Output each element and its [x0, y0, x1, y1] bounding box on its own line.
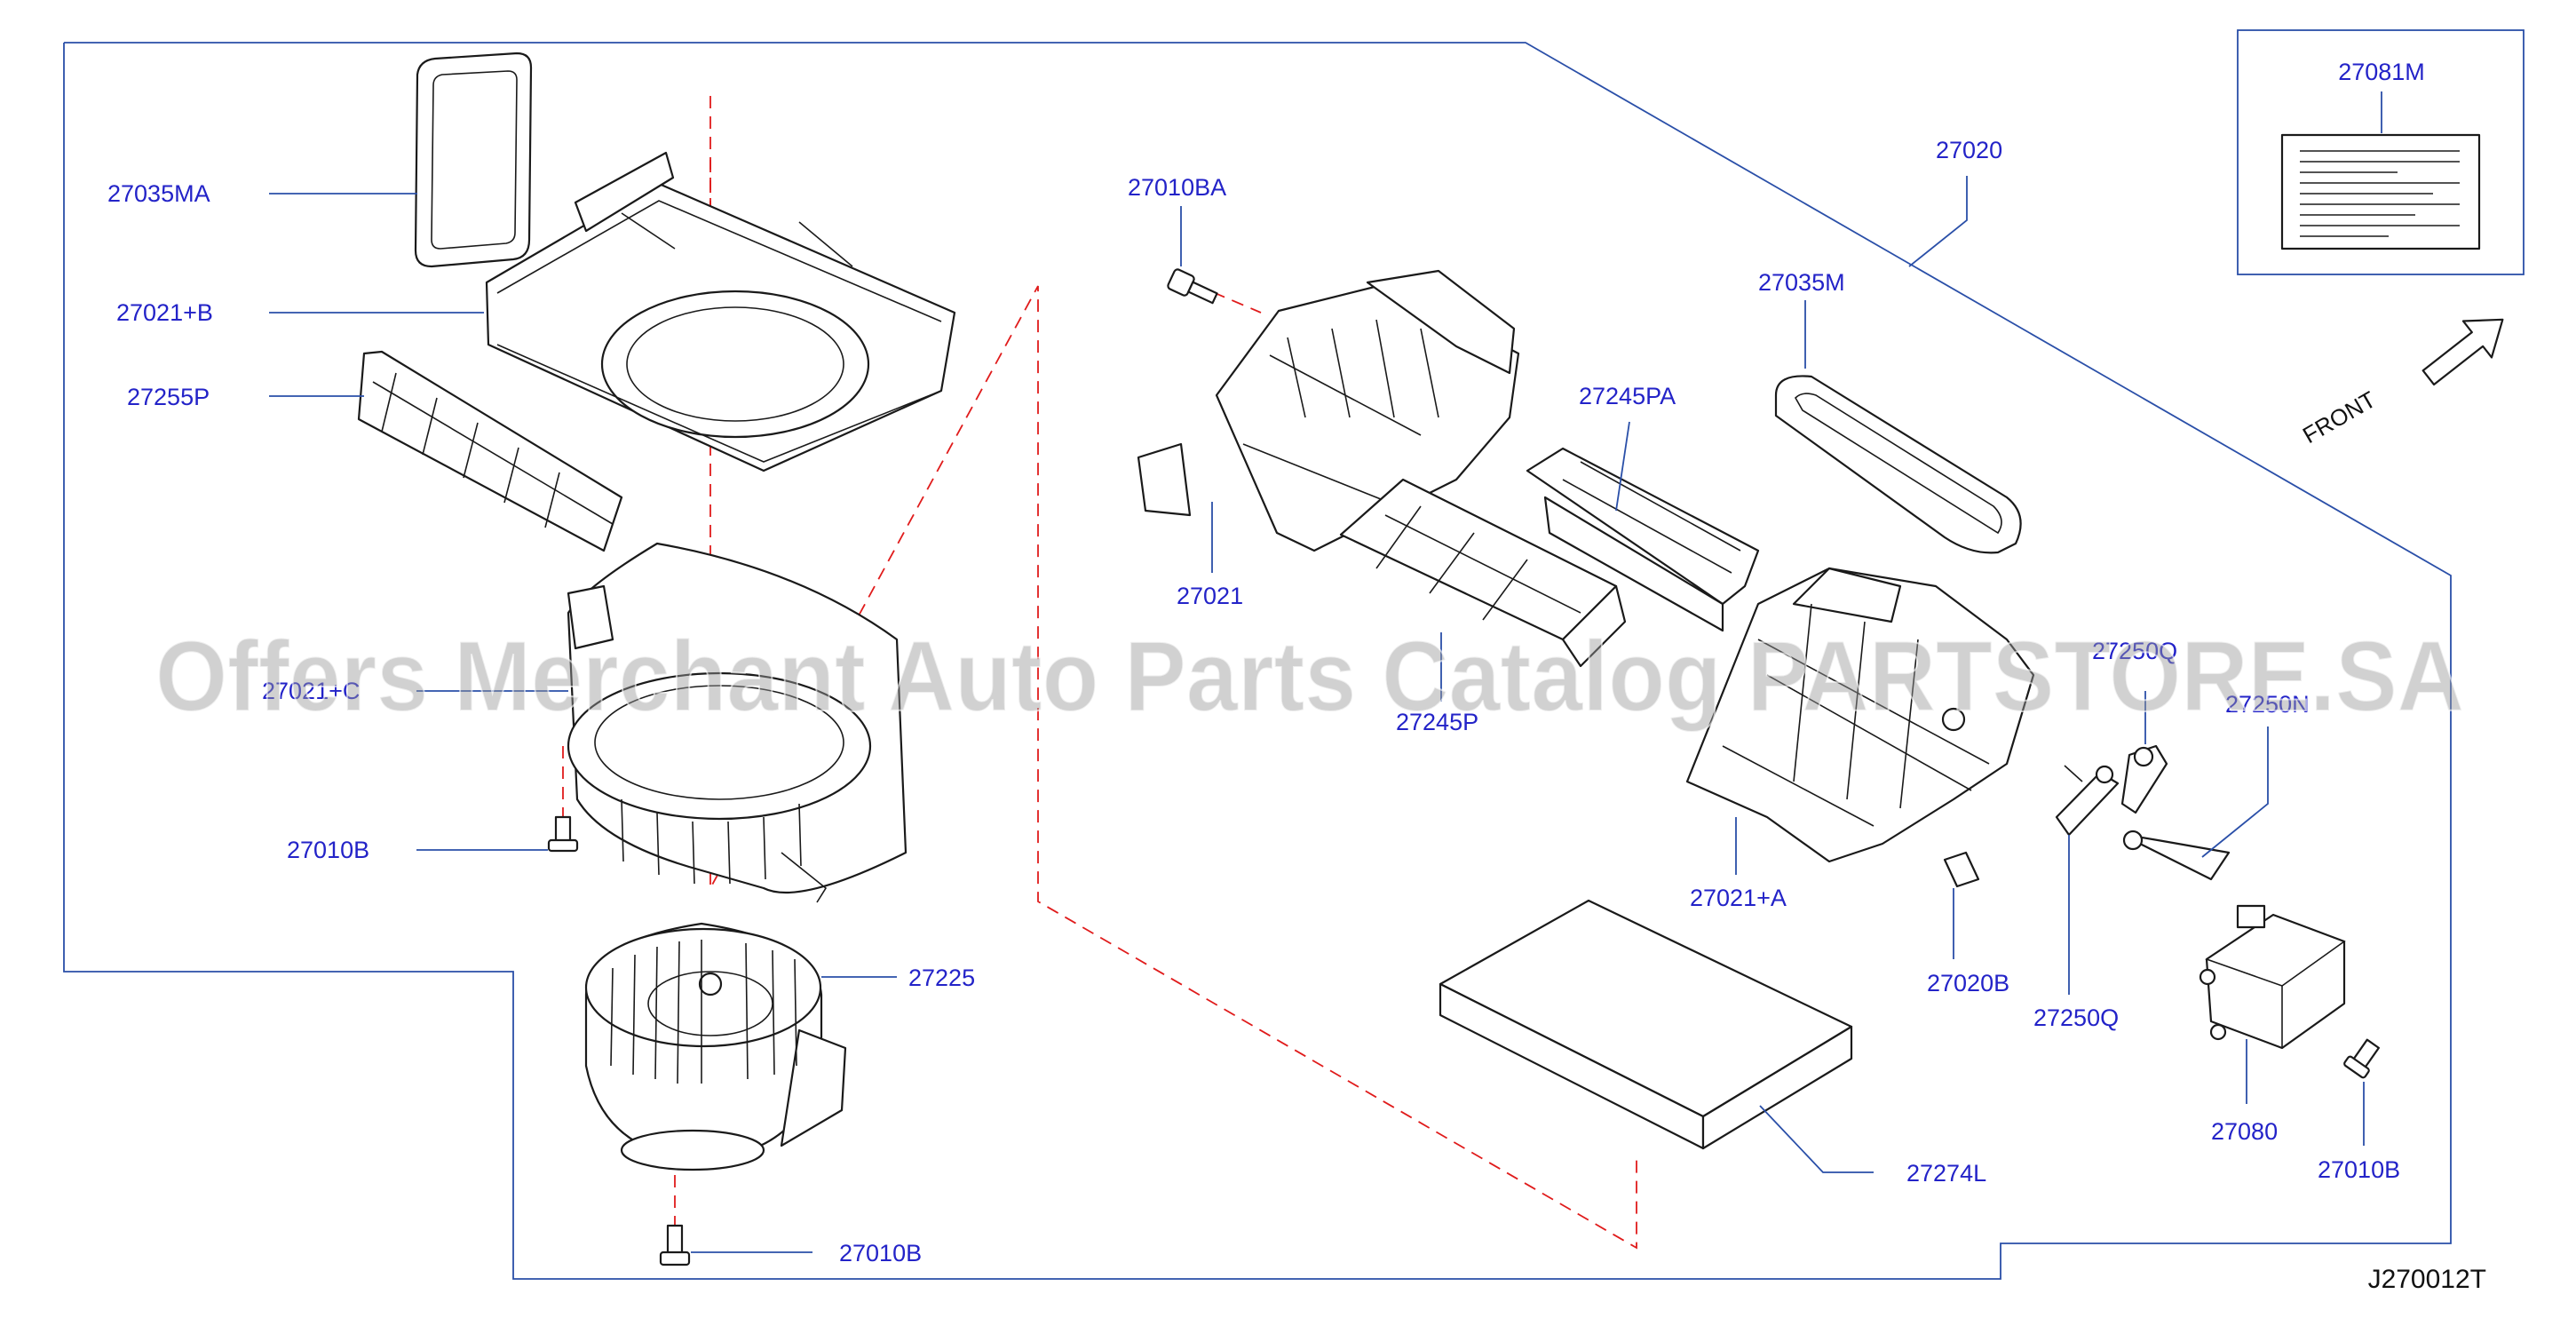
intake-housing-upper-part — [485, 151, 956, 472]
actuator-part — [2199, 904, 2346, 1050]
filter-bracket-part — [1339, 478, 1627, 668]
callout-27080: 27080 — [2211, 1118, 2278, 1145]
callout-27250N: 27250N — [2225, 691, 2310, 718]
screw-part-left-lower — [659, 1224, 691, 1266]
link-lever-part-upper — [2120, 744, 2168, 814]
inset-label: 27081M — [2338, 59, 2425, 85]
screw-part-right — [2343, 1038, 2380, 1079]
callout-27020B: 27020B — [1927, 970, 2009, 996]
callout-27035M: 27035M — [1758, 269, 1845, 296]
link-lever-part-n — [2122, 830, 2231, 881]
front-label: FRONT — [2298, 385, 2381, 449]
callout-27250Q-upper: 27250Q — [2092, 638, 2177, 664]
cabin-filter-part — [1439, 899, 1853, 1150]
clip-part — [1943, 851, 1980, 888]
callout-27010B-left: 27010B — [287, 837, 369, 863]
intake-door-frame-part — [357, 350, 623, 552]
front-arrow-icon — [2421, 318, 2504, 386]
callout-27274L: 27274L — [1906, 1160, 1986, 1187]
callout-27010B-bottom: 27010B — [839, 1240, 922, 1266]
inset-box — [2237, 29, 2524, 275]
callout-27035MA: 27035MA — [107, 180, 210, 207]
leader-lines — [269, 176, 2365, 1253]
callout-27245PA: 27245PA — [1579, 383, 1676, 409]
reference-code: J270012T — [2368, 1265, 2486, 1294]
filter-frame-part — [1526, 447, 1760, 632]
intake-seal-part — [414, 52, 533, 268]
callout-27245P: 27245P — [1396, 709, 1478, 735]
callout-27020: 27020 — [1936, 137, 2002, 163]
heater-unit-housing-part — [1685, 567, 2035, 863]
callout-27021-a: 27021+A — [1690, 885, 1787, 911]
callout-27010BA: 27010BA — [1128, 174, 1226, 201]
assembly-boundary — [63, 42, 2452, 1280]
callout-27225: 27225 — [908, 965, 975, 991]
callout-27021: 27021 — [1177, 583, 1243, 609]
callout-27021-c: 27021+C — [262, 678, 360, 704]
blower-case-part — [567, 542, 908, 903]
watermark: Offers Merchant Auto Parts Catalog PARTS… — [155, 621, 2464, 732]
label-sticker-part — [2280, 133, 2481, 250]
screw-part-left-upper — [547, 815, 579, 853]
callout-27021-b: 27021+B — [116, 299, 213, 326]
upper-duct-housing-part — [1137, 269, 1520, 552]
callout-27010B-right: 27010B — [2318, 1156, 2400, 1183]
callout-27250Q: 27250Q — [2033, 1004, 2119, 1031]
bolt-part-upper — [1167, 268, 1218, 305]
callout-27255P: 27255P — [127, 384, 210, 410]
blower-motor-part — [584, 922, 847, 1171]
link-lever-part-lower — [2055, 765, 2120, 837]
heater-seal-part — [1774, 375, 2022, 554]
